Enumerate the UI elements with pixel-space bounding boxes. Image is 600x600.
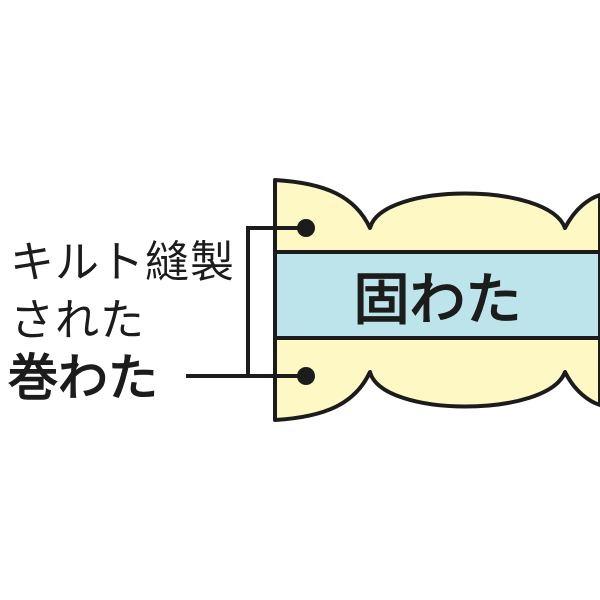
marker-dot-top xyxy=(297,219,315,237)
wrapped-fiber-label: 巻わた xyxy=(8,349,158,407)
marker-dot-bottom xyxy=(297,367,315,385)
quilted-label-line1: キルト縫製 xyxy=(10,237,235,288)
quilted-label-line2: された xyxy=(10,295,145,346)
core-fiber-label: 固わた xyxy=(353,267,522,333)
core-layer xyxy=(273,250,600,340)
leader-bracket xyxy=(186,226,306,378)
